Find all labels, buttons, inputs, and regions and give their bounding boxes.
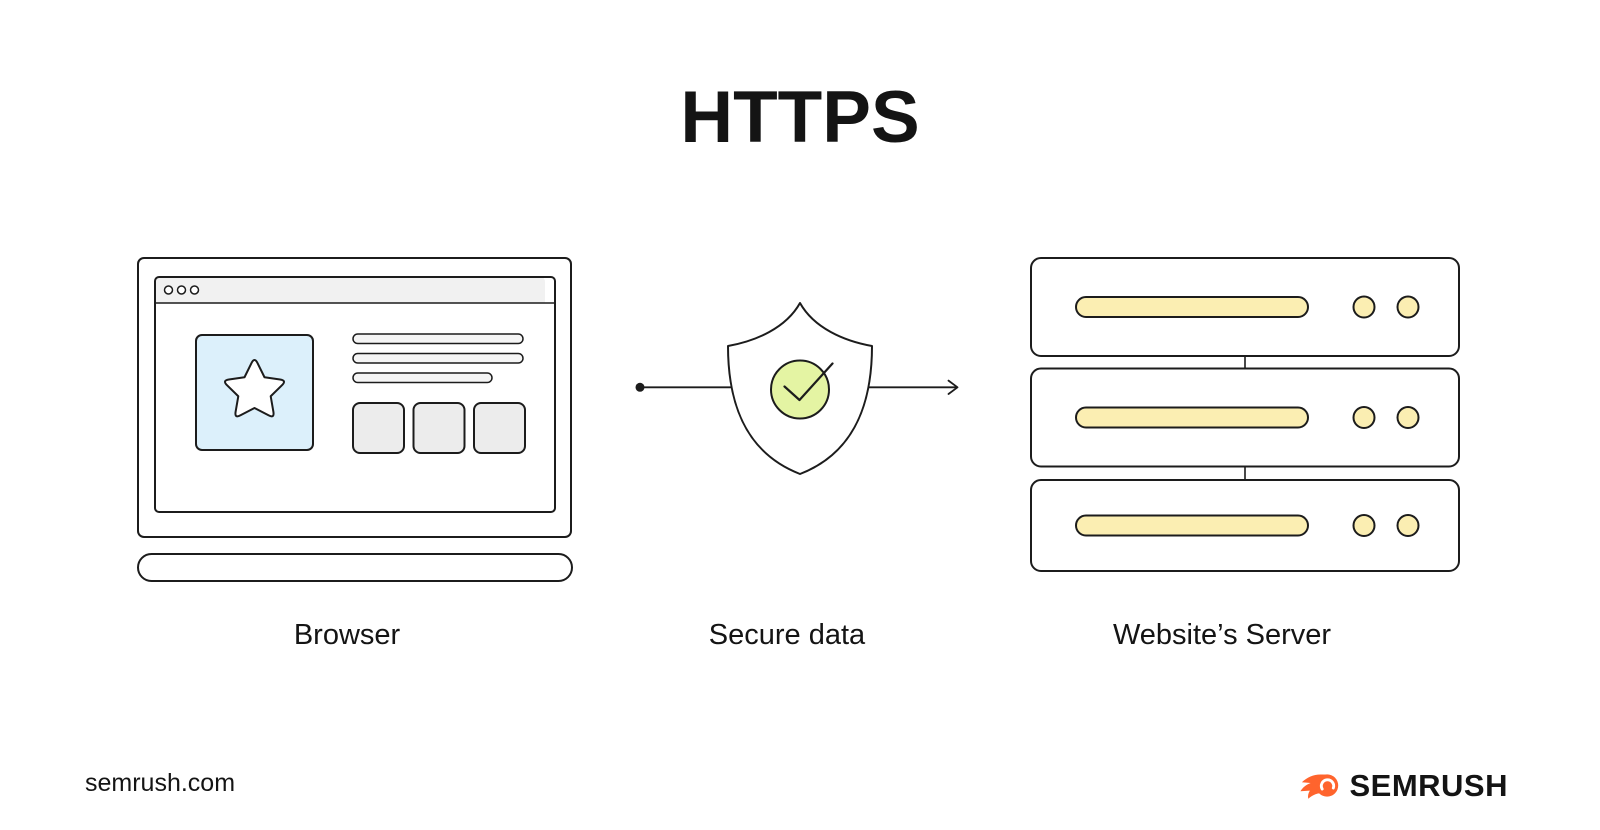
content-tile xyxy=(412,402,466,454)
ball-highlight xyxy=(1320,777,1336,790)
server-rack xyxy=(1030,479,1460,572)
content-tile xyxy=(352,402,405,454)
browser-illustration xyxy=(137,257,573,582)
server-rack xyxy=(1030,367,1460,468)
traffic-dot-icon xyxy=(176,285,187,295)
laptop-base xyxy=(137,553,573,582)
secure-data-connection xyxy=(635,302,959,475)
label-browser: Browser xyxy=(293,619,401,651)
server-rack xyxy=(1030,257,1460,357)
server-slot xyxy=(1075,296,1309,318)
text-line xyxy=(352,372,493,384)
text-line xyxy=(352,333,524,345)
server-led xyxy=(1396,406,1420,429)
server-slot xyxy=(1075,406,1309,429)
server-led xyxy=(1396,514,1420,537)
server-led xyxy=(1352,295,1376,319)
server-led xyxy=(1396,295,1420,319)
arrowhead-icon xyxy=(947,379,959,395)
check-circle xyxy=(770,359,830,420)
semrush-logo-text: SEMRUSH xyxy=(1349,767,1508,803)
label-website-server: Website’s Server xyxy=(1112,619,1332,651)
star-icon xyxy=(224,359,285,418)
traffic-dot-icon xyxy=(163,285,174,295)
server-led xyxy=(1352,514,1376,537)
browser-window xyxy=(154,276,556,513)
footer-website-url: semrush.com xyxy=(85,769,236,797)
label-secure-data: Secure data xyxy=(708,619,866,651)
text-line xyxy=(352,352,524,364)
semrush-flame-icon xyxy=(1300,773,1339,799)
semrush-logo: SEMRUSH xyxy=(1296,767,1508,803)
checkmark-icon xyxy=(783,362,834,402)
server-illustration xyxy=(1030,257,1460,572)
laptop-screen xyxy=(137,257,572,538)
content-tile xyxy=(473,402,526,454)
server-led xyxy=(1352,406,1376,429)
browser-titlebar xyxy=(155,277,545,303)
server-slot xyxy=(1075,514,1309,537)
traffic-dot-icon xyxy=(189,285,200,295)
flame-ball xyxy=(1316,773,1339,797)
line-start-dot xyxy=(635,382,645,392)
page-title: HTTPS xyxy=(680,77,920,158)
